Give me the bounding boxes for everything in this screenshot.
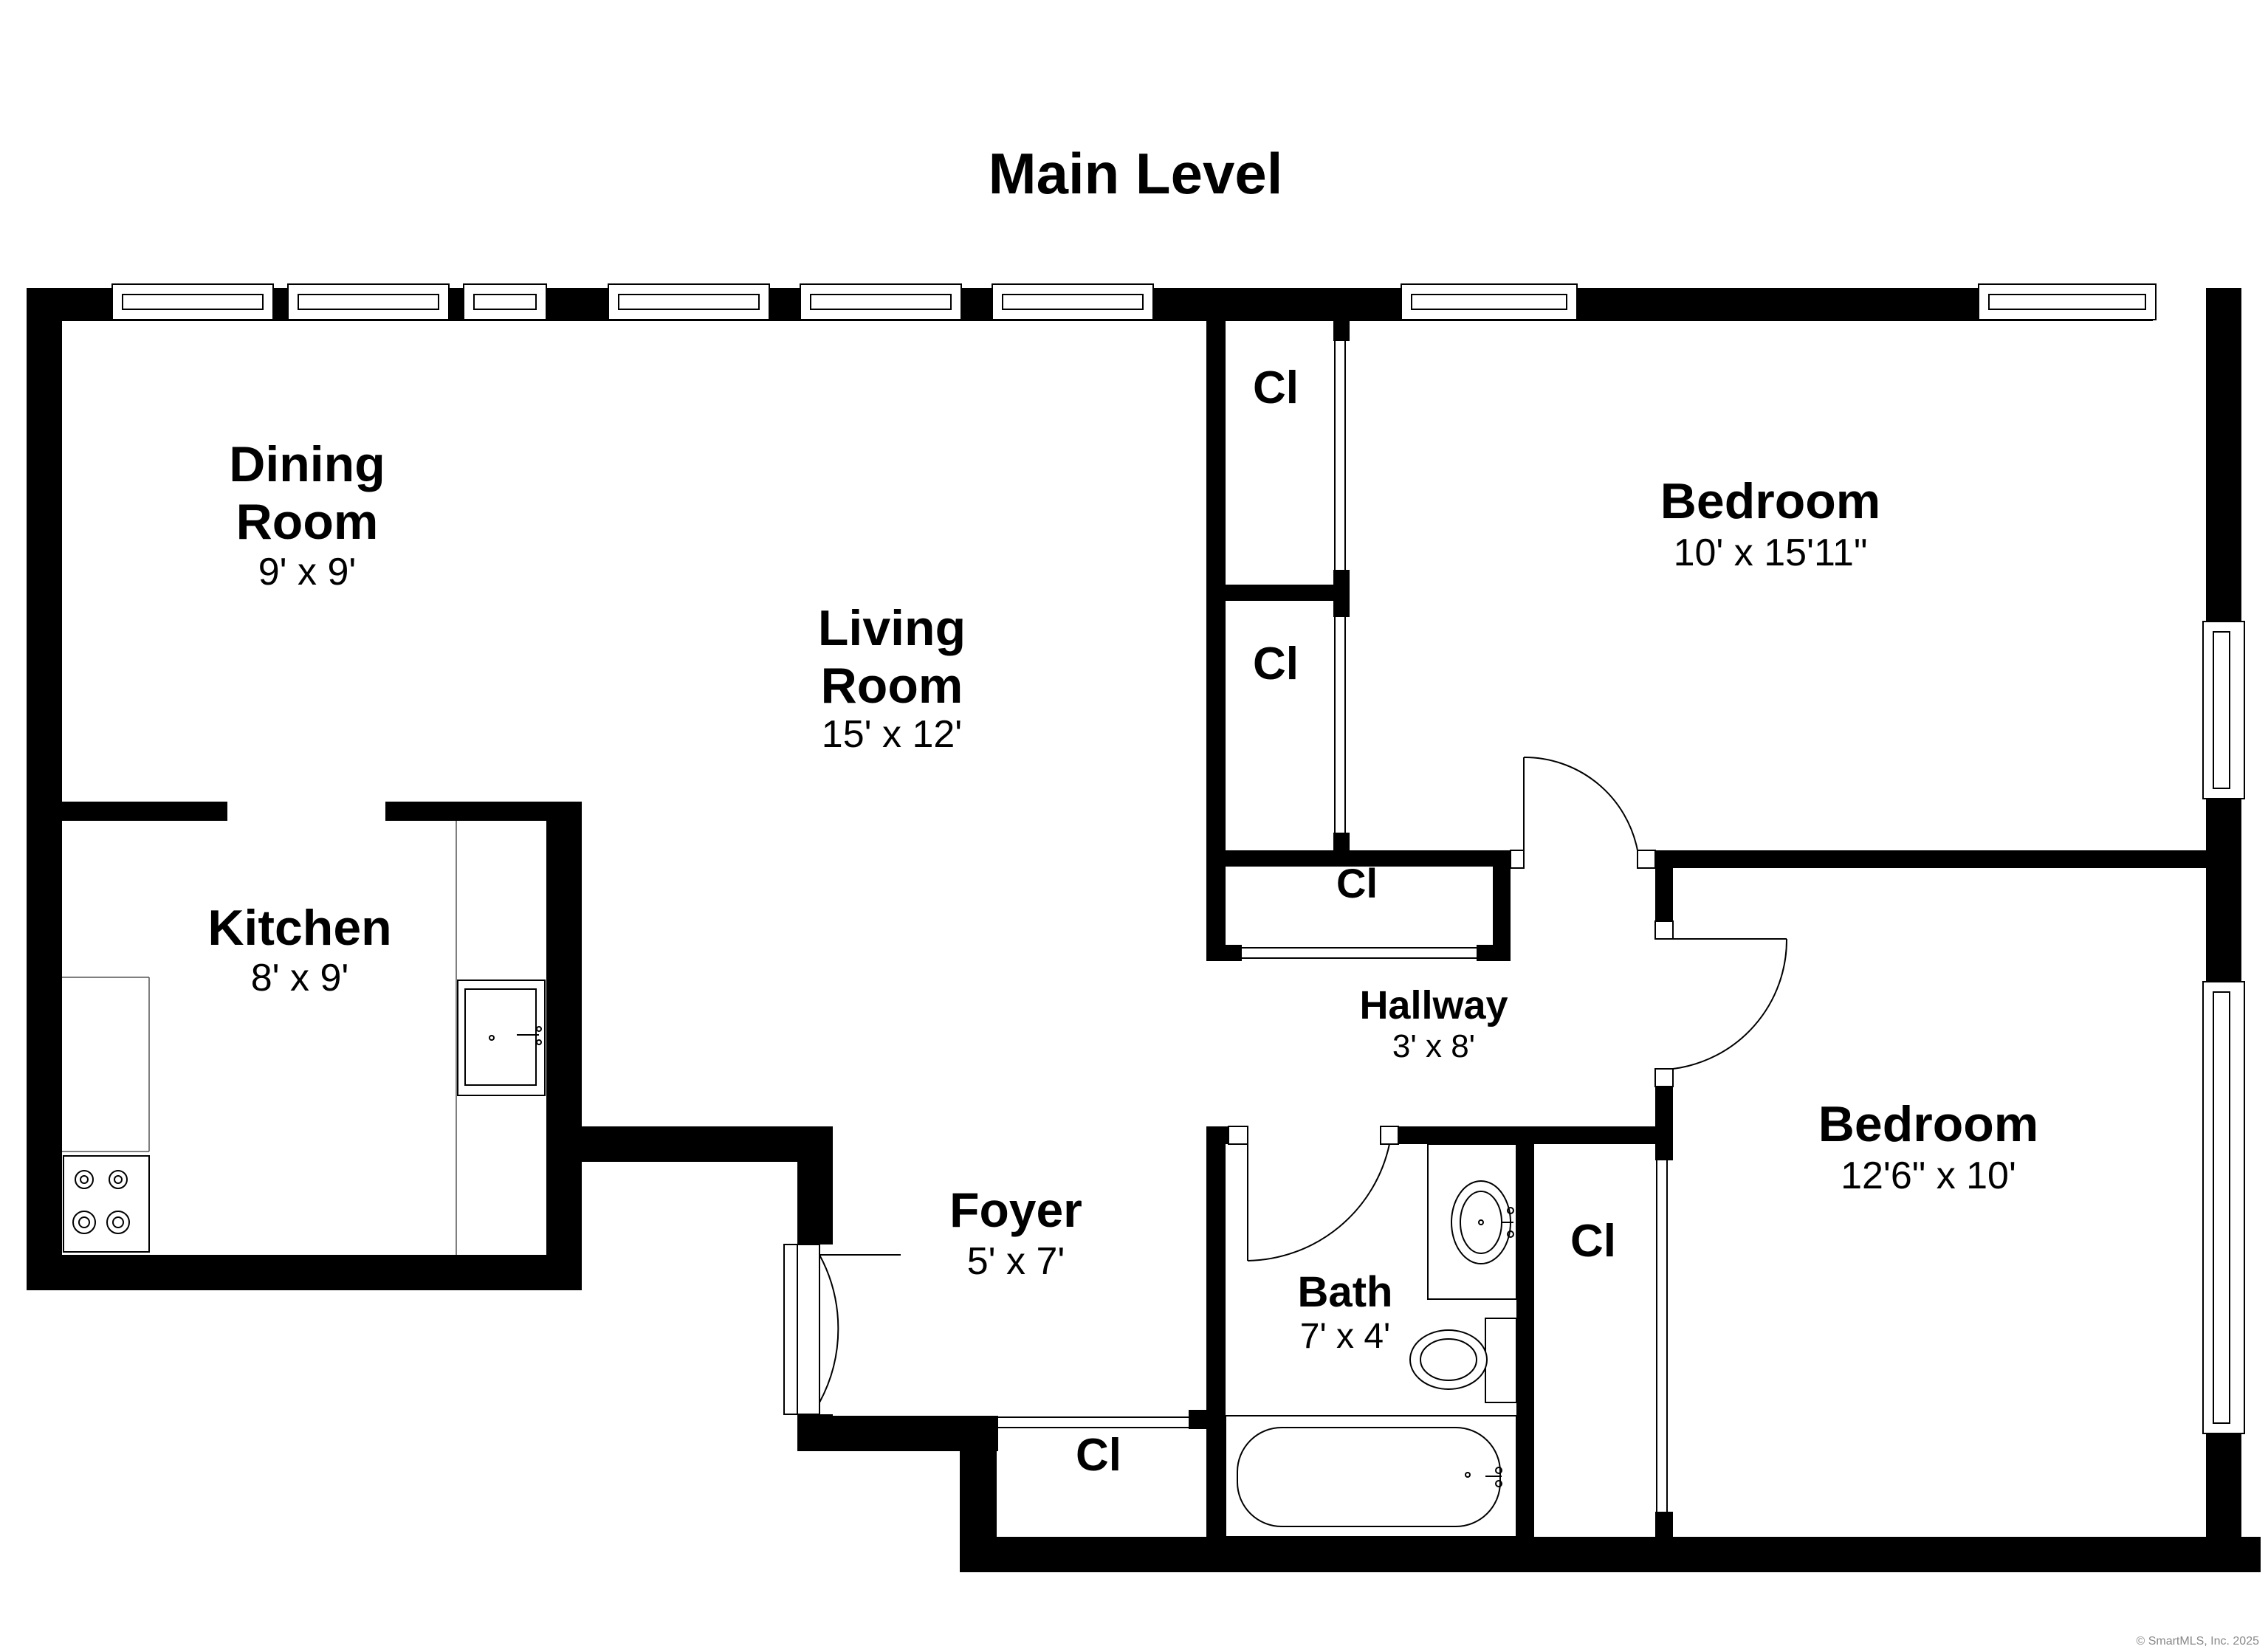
bedroom2-name: Bedroom	[1818, 1096, 2038, 1152]
foyer-name: Foyer	[949, 1182, 1082, 1237]
foyer-dims: 5' x 7'	[967, 1240, 1065, 1283]
closet-doors	[998, 341, 1668, 1512]
closet-label-3: Cl	[1336, 860, 1378, 906]
dining-room-name-2: Room	[236, 494, 379, 550]
kitchen-fixtures	[62, 821, 546, 1255]
hallway-dims: 3' x 8'	[1392, 1028, 1475, 1064]
right-windows	[2202, 621, 2245, 1434]
hallway-name: Hallway	[1359, 983, 1508, 1027]
living-room-name-1: Living	[818, 600, 966, 656]
kitchen-dims: 8' x 9'	[251, 957, 349, 999]
room-labels: Dining Room 9' x 9' Living Room 15' x 12…	[207, 362, 2038, 1481]
kitchen-name: Kitchen	[207, 900, 391, 956]
living-room-dims: 15' x 12'	[822, 713, 962, 756]
top-windows	[111, 283, 2157, 320]
closet-label-5: Cl	[1076, 1430, 1121, 1481]
swing-doors	[783, 756, 1788, 1415]
bedroom1-name: Bedroom	[1660, 473, 1880, 529]
dining-room-dims: 9' x 9'	[258, 551, 357, 593]
exterior-walls	[27, 288, 2261, 1572]
bedroom2-dims: 12'6" x 10'	[1841, 1154, 2016, 1197]
bedroom1-dims: 10' x 15'11"	[1674, 531, 1868, 574]
living-room-name-2: Room	[821, 658, 963, 714]
bath-dims: 7' x 4'	[1300, 1317, 1390, 1356]
bath-fixtures	[1225, 1143, 1517, 1538]
closet-label-4: Cl	[1570, 1216, 1616, 1267]
bath-name: Bath	[1298, 1268, 1393, 1316]
closet-label-1: Cl	[1253, 362, 1299, 413]
interior-walls	[59, 319, 2241, 1572]
credit-text: © SmartMLS, Inc. 2025	[2136, 1635, 2259, 1648]
dining-room-name-1: Dining	[229, 436, 385, 492]
plan-title: Main Level	[989, 141, 1283, 206]
closet-label-2: Cl	[1253, 638, 1299, 689]
